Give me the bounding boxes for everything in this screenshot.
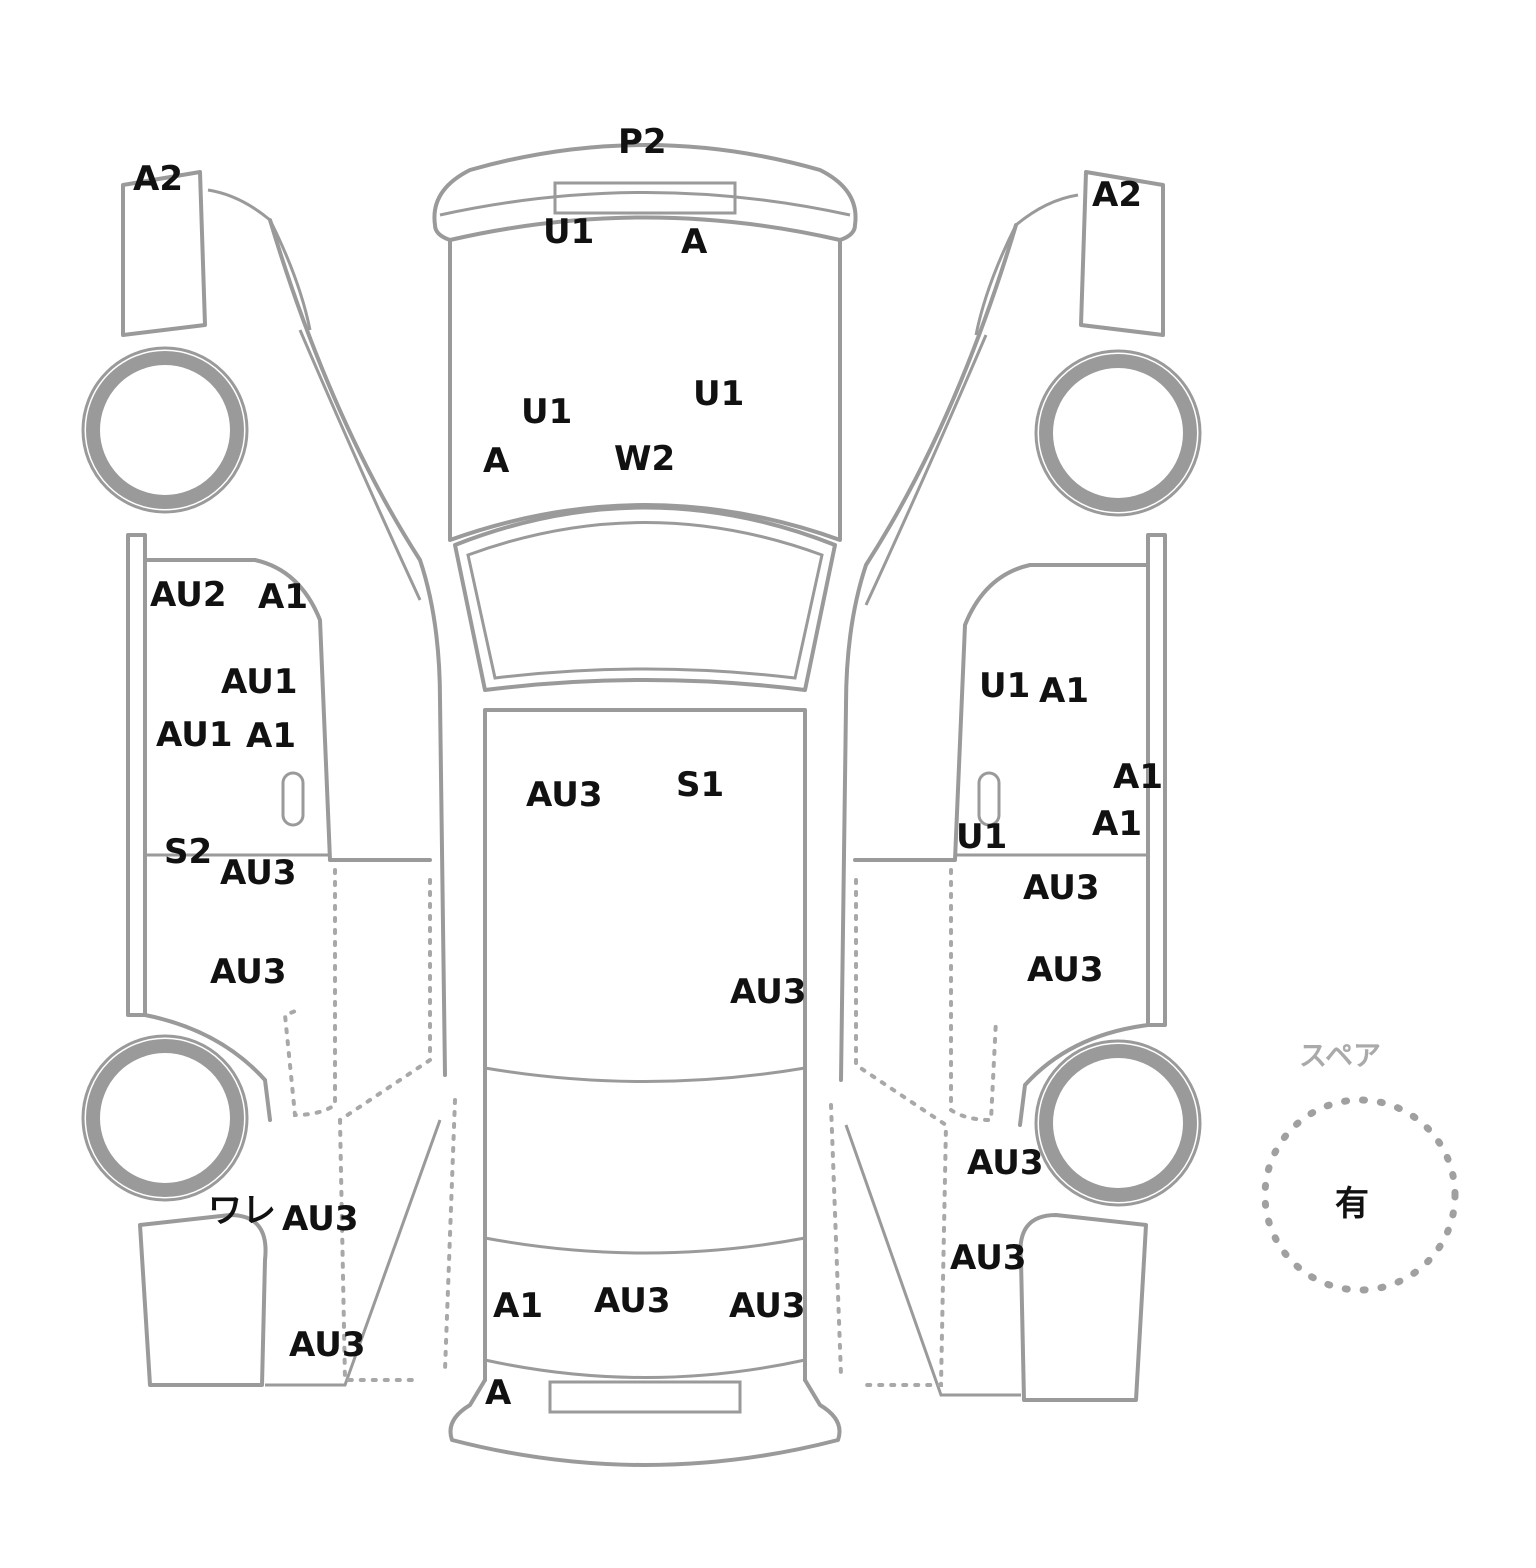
mark-trunk-a1: A1 xyxy=(493,1286,543,1326)
windshield-outline xyxy=(453,505,837,692)
right-front-tire xyxy=(1034,349,1202,517)
mark-left-rear-door-au3-top: AU3 xyxy=(220,853,297,893)
left-door-frame xyxy=(126,533,147,1017)
mark-right-front-door-a1-low: A1 xyxy=(1092,804,1142,844)
mark-right-rear-door-au3-top: AU3 xyxy=(1023,868,1100,908)
spare-title: スペア xyxy=(1299,1039,1381,1072)
mark-front-bumper-a: A xyxy=(681,222,708,262)
mark-right-fender-a2: A2 xyxy=(1092,175,1142,215)
mark-hood-a: A xyxy=(483,441,510,481)
mark-left-front-door-a1-top: A1 xyxy=(258,577,308,617)
mark-left-front-door-au2: AU2 xyxy=(150,575,227,615)
right-front-fender-outline xyxy=(1079,170,1165,337)
left-front-fender-outline xyxy=(121,170,207,337)
mark-left-front-door-au1-top: AU1 xyxy=(221,662,298,702)
mark-roof-s1: S1 xyxy=(676,765,724,805)
left-front-tire xyxy=(81,346,249,514)
mark-roof-au3-left: AU3 xyxy=(526,775,603,815)
mark-right-front-door-u1: U1 xyxy=(956,817,1007,857)
mark-right-rear-quarter-au3: AU3 xyxy=(950,1238,1027,1278)
hood-outline xyxy=(448,238,842,542)
mark-right-front-door-a1-top: A1 xyxy=(1039,671,1089,711)
mark-left-rear-door-au3: AU3 xyxy=(210,952,287,992)
mark-left-rear-quarter-au3: AU3 xyxy=(289,1325,366,1365)
mark-front-bumper-u1: U1 xyxy=(543,212,594,252)
left-rear-tire xyxy=(81,1034,249,1202)
mark-hood-u1-right: U1 xyxy=(693,374,744,414)
mark-hood-w2: W2 xyxy=(614,439,675,479)
spare-value: 有 xyxy=(1335,1184,1369,1224)
mark-left-front-door-a1: A1 xyxy=(246,716,296,756)
mark-left-rear-crack: ワレ xyxy=(208,1191,276,1231)
car-left-side-view xyxy=(81,170,457,1387)
mark-right-rear-door-au3: AU3 xyxy=(1027,950,1104,990)
mark-trunk-au3-center: AU3 xyxy=(594,1281,671,1321)
right-rear-tire xyxy=(1034,1039,1202,1207)
right-rear-bumper-outline xyxy=(1018,1213,1148,1402)
mark-right-front-door-u1-top: U1 xyxy=(979,666,1030,706)
car-right-side-view xyxy=(829,170,1202,1402)
mark-front-bumper-p2: P2 xyxy=(618,122,667,162)
mark-trunk-au3-right: AU3 xyxy=(729,1286,806,1326)
roof-outline xyxy=(483,708,807,1382)
front-bumper-outline xyxy=(432,143,858,242)
left-rear-bumper-outline xyxy=(138,1213,268,1387)
mark-right-front-door-a1-mid: A1 xyxy=(1113,757,1163,797)
rear-bumper-outline xyxy=(448,1378,842,1467)
car-top-view xyxy=(432,143,858,1467)
mark-left-front-door-au1: AU1 xyxy=(156,715,233,755)
spare-tire-indicator: スペア 有 xyxy=(1261,1039,1459,1294)
damage-marks: P2 U1 A U1 U1 A W2 A2 AU2 A1 AU1 AU1 A1 … xyxy=(133,122,1163,1413)
mark-left-rear-door-s2: S2 xyxy=(164,832,212,872)
mark-left-fender-a2: A2 xyxy=(133,159,183,199)
mark-right-rear-quarter-au3-top: AU3 xyxy=(967,1143,1044,1183)
mark-hood-u1-left: U1 xyxy=(521,392,572,432)
mark-roof-au3-right: AU3 xyxy=(730,972,807,1012)
mark-left-rear-quarter-au3-top: AU3 xyxy=(282,1199,359,1239)
mark-rear-bumper-a: A xyxy=(485,1373,512,1413)
